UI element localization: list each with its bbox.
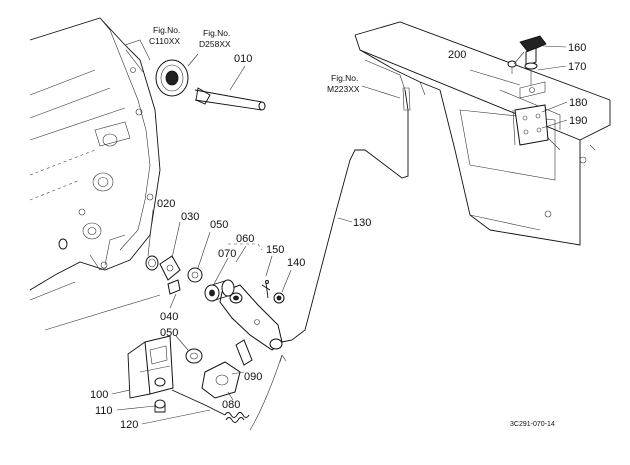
upper-right-panel — [354, 21, 611, 246]
part-label-030: 030 — [181, 211, 199, 223]
part-label-100: 100 — [90, 389, 108, 401]
part-label-050-lower: 050 — [160, 327, 178, 339]
part-label-140: 140 — [287, 257, 305, 269]
part-label-180: 180 — [569, 97, 587, 109]
fig-ref-m223-label: Fig.No. — [331, 73, 358, 83]
part-label-200: 200 — [448, 49, 466, 61]
part-label-160: 160 — [568, 42, 586, 54]
part-label-080: 080 — [222, 399, 240, 411]
fig-ref-m223-code: M223XX — [327, 84, 360, 94]
part-label-050-upper: 050 — [210, 219, 228, 231]
small-parts — [145, 243, 263, 302]
part-label-190: 190 — [569, 115, 587, 127]
housing-left — [29, 17, 161, 291]
part-label-120: 120 — [120, 419, 138, 431]
part-label-060: 060 — [236, 233, 254, 245]
fig-ref-d258-code: D258XX — [199, 39, 231, 49]
bracket-180-190 — [512, 104, 549, 146]
leader-lines — [111, 45, 568, 425]
fig-ref-c110: Fig.No. C110XX — [149, 25, 180, 46]
part-label-130: 130 — [353, 217, 371, 229]
part-label-070: 070 — [218, 248, 236, 260]
lower-assembly — [127, 335, 287, 431]
fig-ref-m223: Fig.No. M223XX — [327, 73, 360, 94]
part-label-010: 010 — [234, 53, 252, 65]
part-label-020: 020 — [157, 198, 175, 210]
knob-assembly — [507, 35, 547, 99]
part-label-150: 150 — [266, 244, 284, 256]
rod-130 — [281, 87, 411, 343]
fig-ref-d258: Fig.No. D258XX — [199, 28, 231, 49]
fig-ref-c110-code: C110XX — [149, 36, 180, 46]
lever-arm — [219, 280, 285, 351]
part-label-170: 170 — [568, 61, 586, 73]
drawing-code: 3C291-070-14 — [510, 421, 555, 428]
part-label-090: 090 — [244, 371, 262, 383]
part-label-110: 110 — [95, 405, 113, 417]
part-label-040: 040 — [160, 311, 178, 323]
fig-ref-c110-label: Fig.No. — [153, 25, 180, 35]
fig-ref-d258-label: Fig.No. — [203, 28, 230, 38]
shaft-010 — [155, 59, 266, 111]
